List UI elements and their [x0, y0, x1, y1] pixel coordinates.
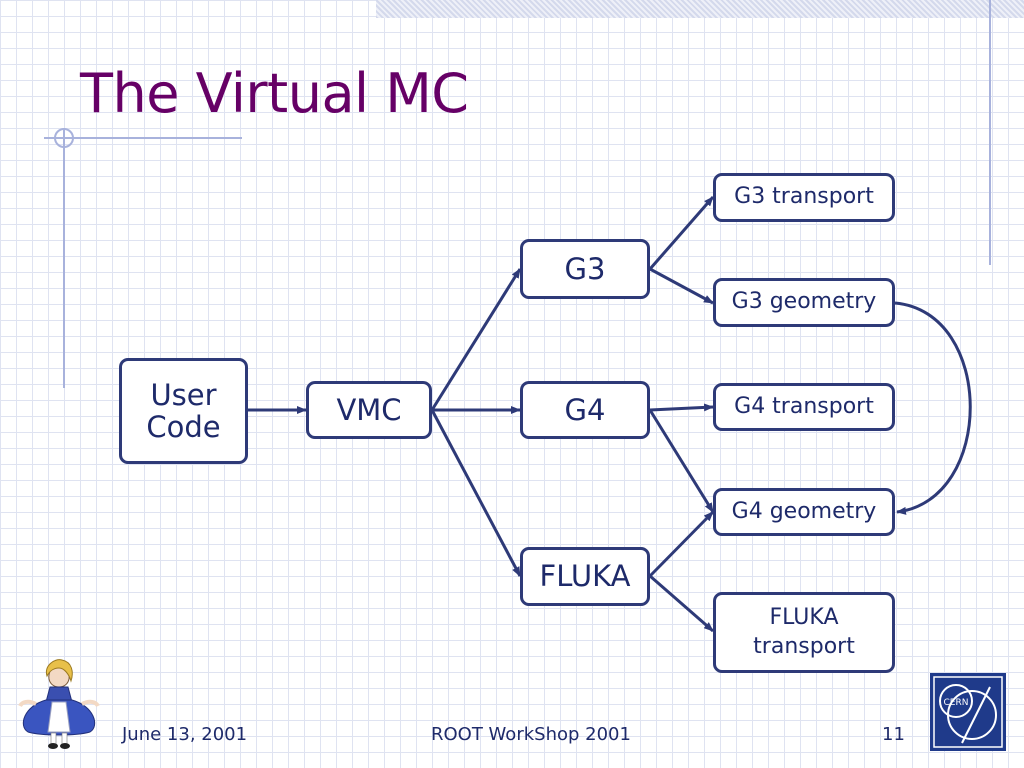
node-g3-geometry: G3 geometry — [713, 278, 895, 327]
edge-g3-geometry-g4-geometry — [894, 301, 972, 515]
slide-title: The Virtual MC — [80, 62, 469, 125]
crosshair-decor — [54, 128, 74, 148]
footer-page-number: 11 — [882, 724, 905, 745]
top-decor-band — [376, 0, 1024, 18]
cern-logo-icon: CERN — [930, 673, 1006, 751]
node-fluka: FLUKA — [520, 547, 650, 606]
node-g4-geometry: G4 geometry — [713, 488, 895, 536]
node-g4-transport: G4 transport — [713, 383, 895, 431]
node-g4: G4 — [520, 381, 650, 439]
node-fluka-transport: FLUKA transport — [713, 592, 895, 673]
edge-fluka-g4-geometry — [648, 510, 715, 578]
cern-logo-text: CERN — [944, 698, 969, 708]
left-vertical-rule — [63, 128, 65, 388]
right-vertical-rule — [989, 0, 991, 265]
edge-vmc-g3 — [430, 268, 522, 411]
title-underline — [44, 137, 242, 139]
node-vmc: VMC — [306, 381, 432, 439]
node-g3-transport: G3 transport — [713, 173, 895, 222]
footer-date: June 13, 2001 — [122, 724, 248, 745]
node-g3: G3 — [520, 239, 650, 299]
edge-fluka-fluka-transport — [649, 574, 714, 633]
edge-g3-g3-transport — [648, 196, 715, 270]
edge-g4-g4-geometry — [648, 409, 715, 513]
footer-event: ROOT WorkShop 2001 — [431, 724, 631, 745]
alice-mascot-icon — [18, 659, 100, 749]
edge-vmc-fluka — [430, 409, 522, 577]
node-user-code: User Code — [119, 358, 248, 464]
edge-g4-g4-transport — [649, 403, 714, 412]
edge-g3-g3-geometry — [649, 267, 714, 305]
